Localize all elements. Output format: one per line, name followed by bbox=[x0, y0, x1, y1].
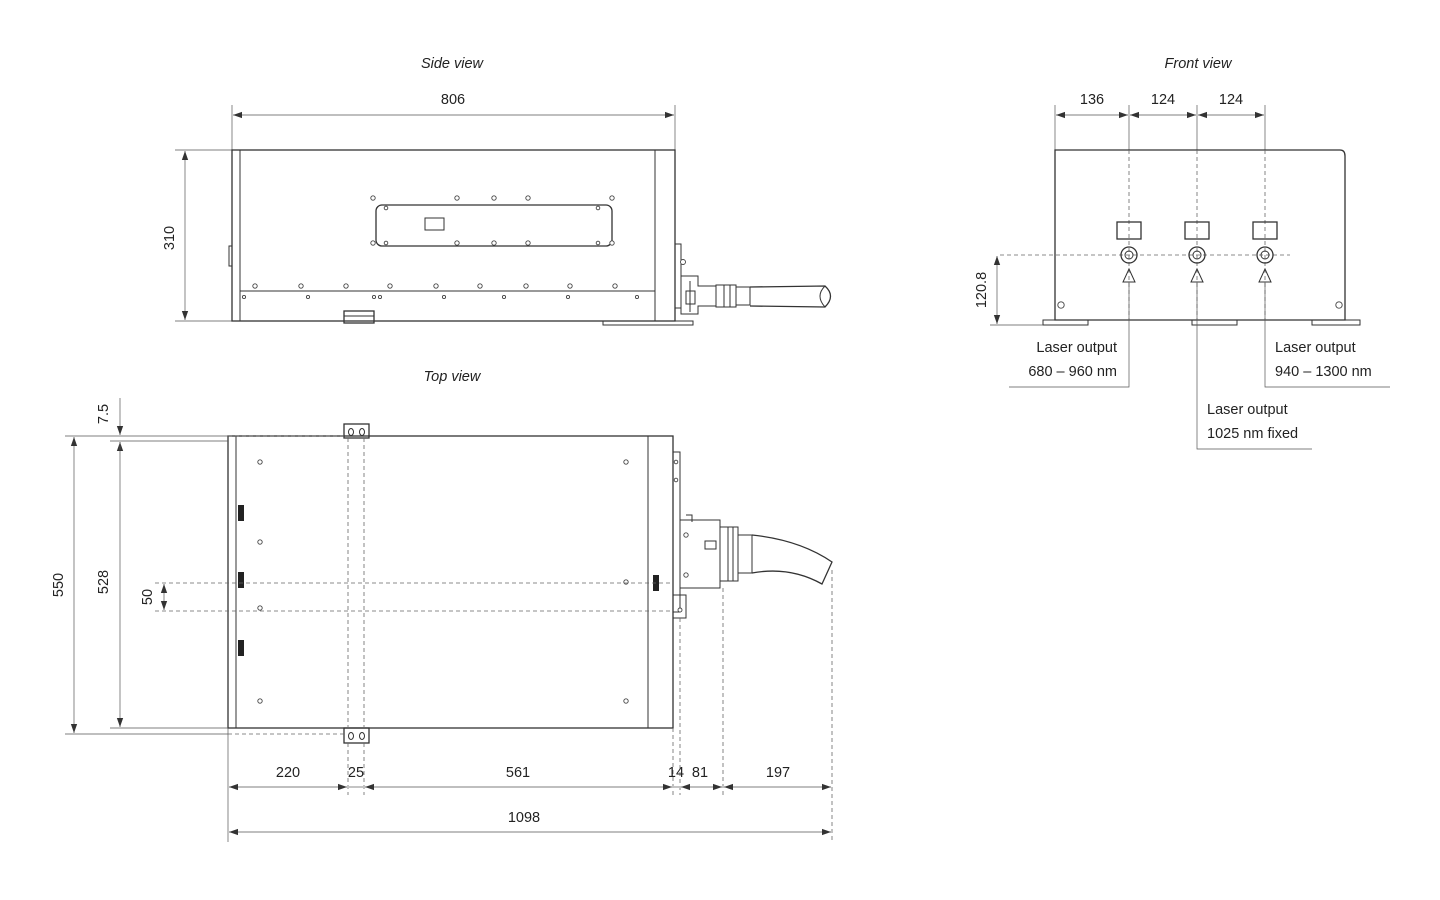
front-foot-right bbox=[1311, 319, 1361, 326]
front-view-title: Front view bbox=[1165, 56, 1233, 72]
side-housing bbox=[231, 149, 676, 322]
top-view-title: Top view bbox=[424, 369, 482, 385]
leader-output-3 bbox=[1264, 282, 1390, 388]
leader-output-1 bbox=[1009, 282, 1130, 388]
top-seg1-dim: 220 bbox=[276, 765, 300, 781]
front-dim-2: 124 bbox=[1151, 92, 1175, 108]
top-latch-3 bbox=[238, 640, 244, 656]
top-latch-2 bbox=[238, 572, 244, 588]
front-view: Front view 136 124 124 bbox=[974, 56, 1390, 450]
output-3-title: Laser output bbox=[1275, 340, 1356, 356]
top-seg4-dim: 14 bbox=[668, 765, 684, 781]
front-foot-left bbox=[1042, 319, 1089, 326]
output-1-value: 680 – 960 nm bbox=[1028, 364, 1117, 380]
top-total-dim: 1098 bbox=[508, 810, 540, 826]
top-center-offset-dim: 50 bbox=[140, 589, 156, 605]
front-foot-center bbox=[1191, 319, 1238, 326]
top-offset-dim: 7.5 bbox=[96, 404, 112, 424]
top-seg3-dim: 561 bbox=[506, 765, 530, 781]
top-inner-width-dim: 528 bbox=[96, 570, 112, 594]
output-2-title: Laser output bbox=[1207, 402, 1288, 418]
side-left-latch bbox=[228, 245, 233, 267]
top-latch-1 bbox=[238, 505, 244, 521]
top-bottom-extension-lines bbox=[227, 570, 833, 842]
side-height-dim: 310 bbox=[162, 226, 178, 250]
front-dim-3: 124 bbox=[1219, 92, 1243, 108]
leader-output-2 bbox=[1196, 282, 1312, 450]
top-housing bbox=[227, 435, 674, 729]
front-screw-right bbox=[1335, 301, 1343, 309]
front-screw-left bbox=[1057, 301, 1065, 309]
side-foot bbox=[602, 320, 694, 326]
top-outer-width-dim: 550 bbox=[51, 573, 67, 597]
side-label-plate bbox=[424, 217, 445, 231]
output-2-value: 1025 nm fixed bbox=[1207, 426, 1298, 442]
front-housing bbox=[1054, 149, 1346, 321]
front-output-height-dim: 120.8 bbox=[974, 272, 990, 308]
output-3-value: 940 – 1300 nm bbox=[1275, 364, 1372, 380]
side-handle bbox=[343, 310, 375, 324]
top-view: Top view bbox=[51, 369, 833, 842]
side-cable bbox=[749, 285, 832, 308]
top-seg6-dim: 197 bbox=[766, 765, 790, 781]
side-view-title: Side view bbox=[421, 56, 485, 72]
side-connector bbox=[674, 243, 751, 315]
top-seg5-dim: 81 bbox=[692, 765, 708, 781]
output-1-title: Laser output bbox=[1036, 340, 1117, 356]
side-screws bbox=[241, 195, 640, 300]
front-dim-1: 136 bbox=[1080, 92, 1104, 108]
top-seg2-dim: 25 bbox=[348, 765, 364, 781]
side-window bbox=[375, 204, 613, 247]
side-length-dim: 806 bbox=[441, 92, 465, 108]
top-cable bbox=[751, 534, 833, 585]
top-bracket-bottom bbox=[343, 727, 370, 744]
top-bracket-top bbox=[343, 423, 370, 439]
top-connector bbox=[672, 451, 753, 619]
side-view: Side view 806 310 bbox=[162, 56, 832, 326]
